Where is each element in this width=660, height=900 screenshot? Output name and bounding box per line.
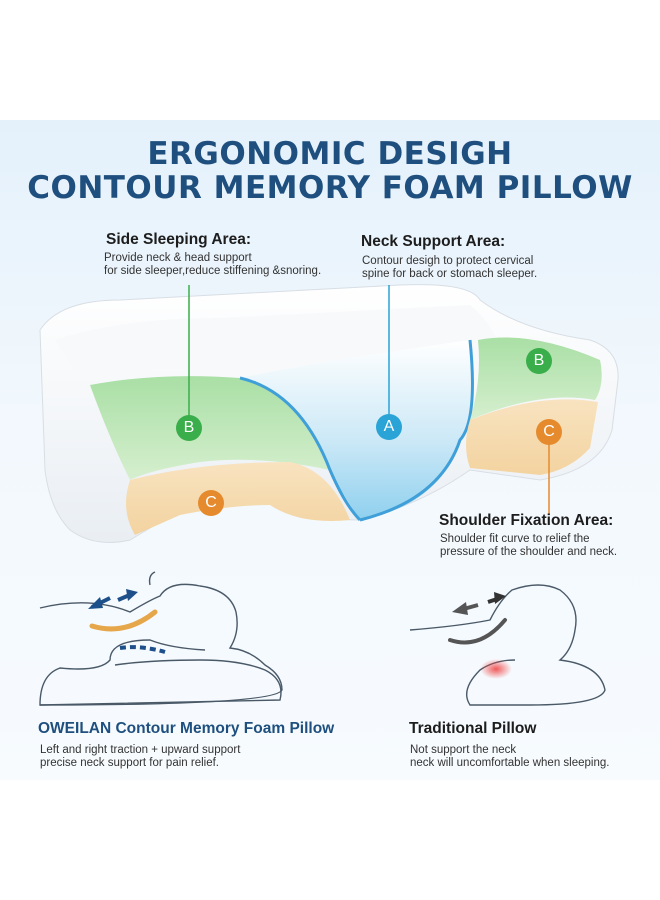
shoulder-area-desc-2: pressure of the shoulder and neck. (440, 546, 618, 558)
traditional-caption-title: Traditional Pillow (409, 720, 537, 737)
ours-illustration (39, 571, 283, 706)
traditional-caption-line-2: neck will uncomfortable when sleeping. (410, 757, 610, 769)
ours-caption-title: OWEILAN Contour Memory Foam Pillow (38, 720, 335, 737)
marker-c-right: C (543, 423, 555, 440)
blue-center (240, 340, 474, 520)
marker-a: A (383, 418, 395, 435)
traditional-illustration (409, 584, 606, 706)
ours-pillow-outline (39, 659, 282, 706)
orange-layer-left (126, 462, 350, 535)
neck-area-heading: Neck Support Area: (361, 233, 506, 250)
marker-b-left: B (183, 419, 195, 436)
shoulder-area-desc-1: Shoulder fit curve to relief the (440, 533, 590, 545)
title-line-1: ERGONOMIC DESIGH (147, 136, 513, 172)
side-area-desc-1: Provide neck & head support (104, 252, 252, 264)
marker-c-left: C (205, 494, 217, 511)
side-area-desc-2: for side sleeper,reduce stiffening &snor… (104, 265, 322, 277)
neck-area-desc-1: Contour desigh to protect cervical (362, 255, 534, 267)
marker-b-right: B (533, 352, 545, 369)
orange-layer-right (466, 399, 598, 475)
title-line-2: CONTOUR MEMORY FOAM PILLOW (27, 170, 633, 206)
ours-caption-line-1: Left and right traction + upward support (40, 744, 241, 756)
ours-caption-line-2: precise neck support for pain relief. (40, 757, 219, 769)
shoulder-area-heading: Shoulder Fixation Area: (439, 512, 614, 529)
green-layer-left (90, 376, 330, 480)
neck-area-desc-2: spine for back or stomach sleeper. (362, 268, 538, 280)
traditional-caption-line-1: Not support the neck (410, 744, 517, 756)
side-area-heading: Side Sleeping Area: (106, 231, 251, 248)
green-layer-right (470, 337, 602, 420)
